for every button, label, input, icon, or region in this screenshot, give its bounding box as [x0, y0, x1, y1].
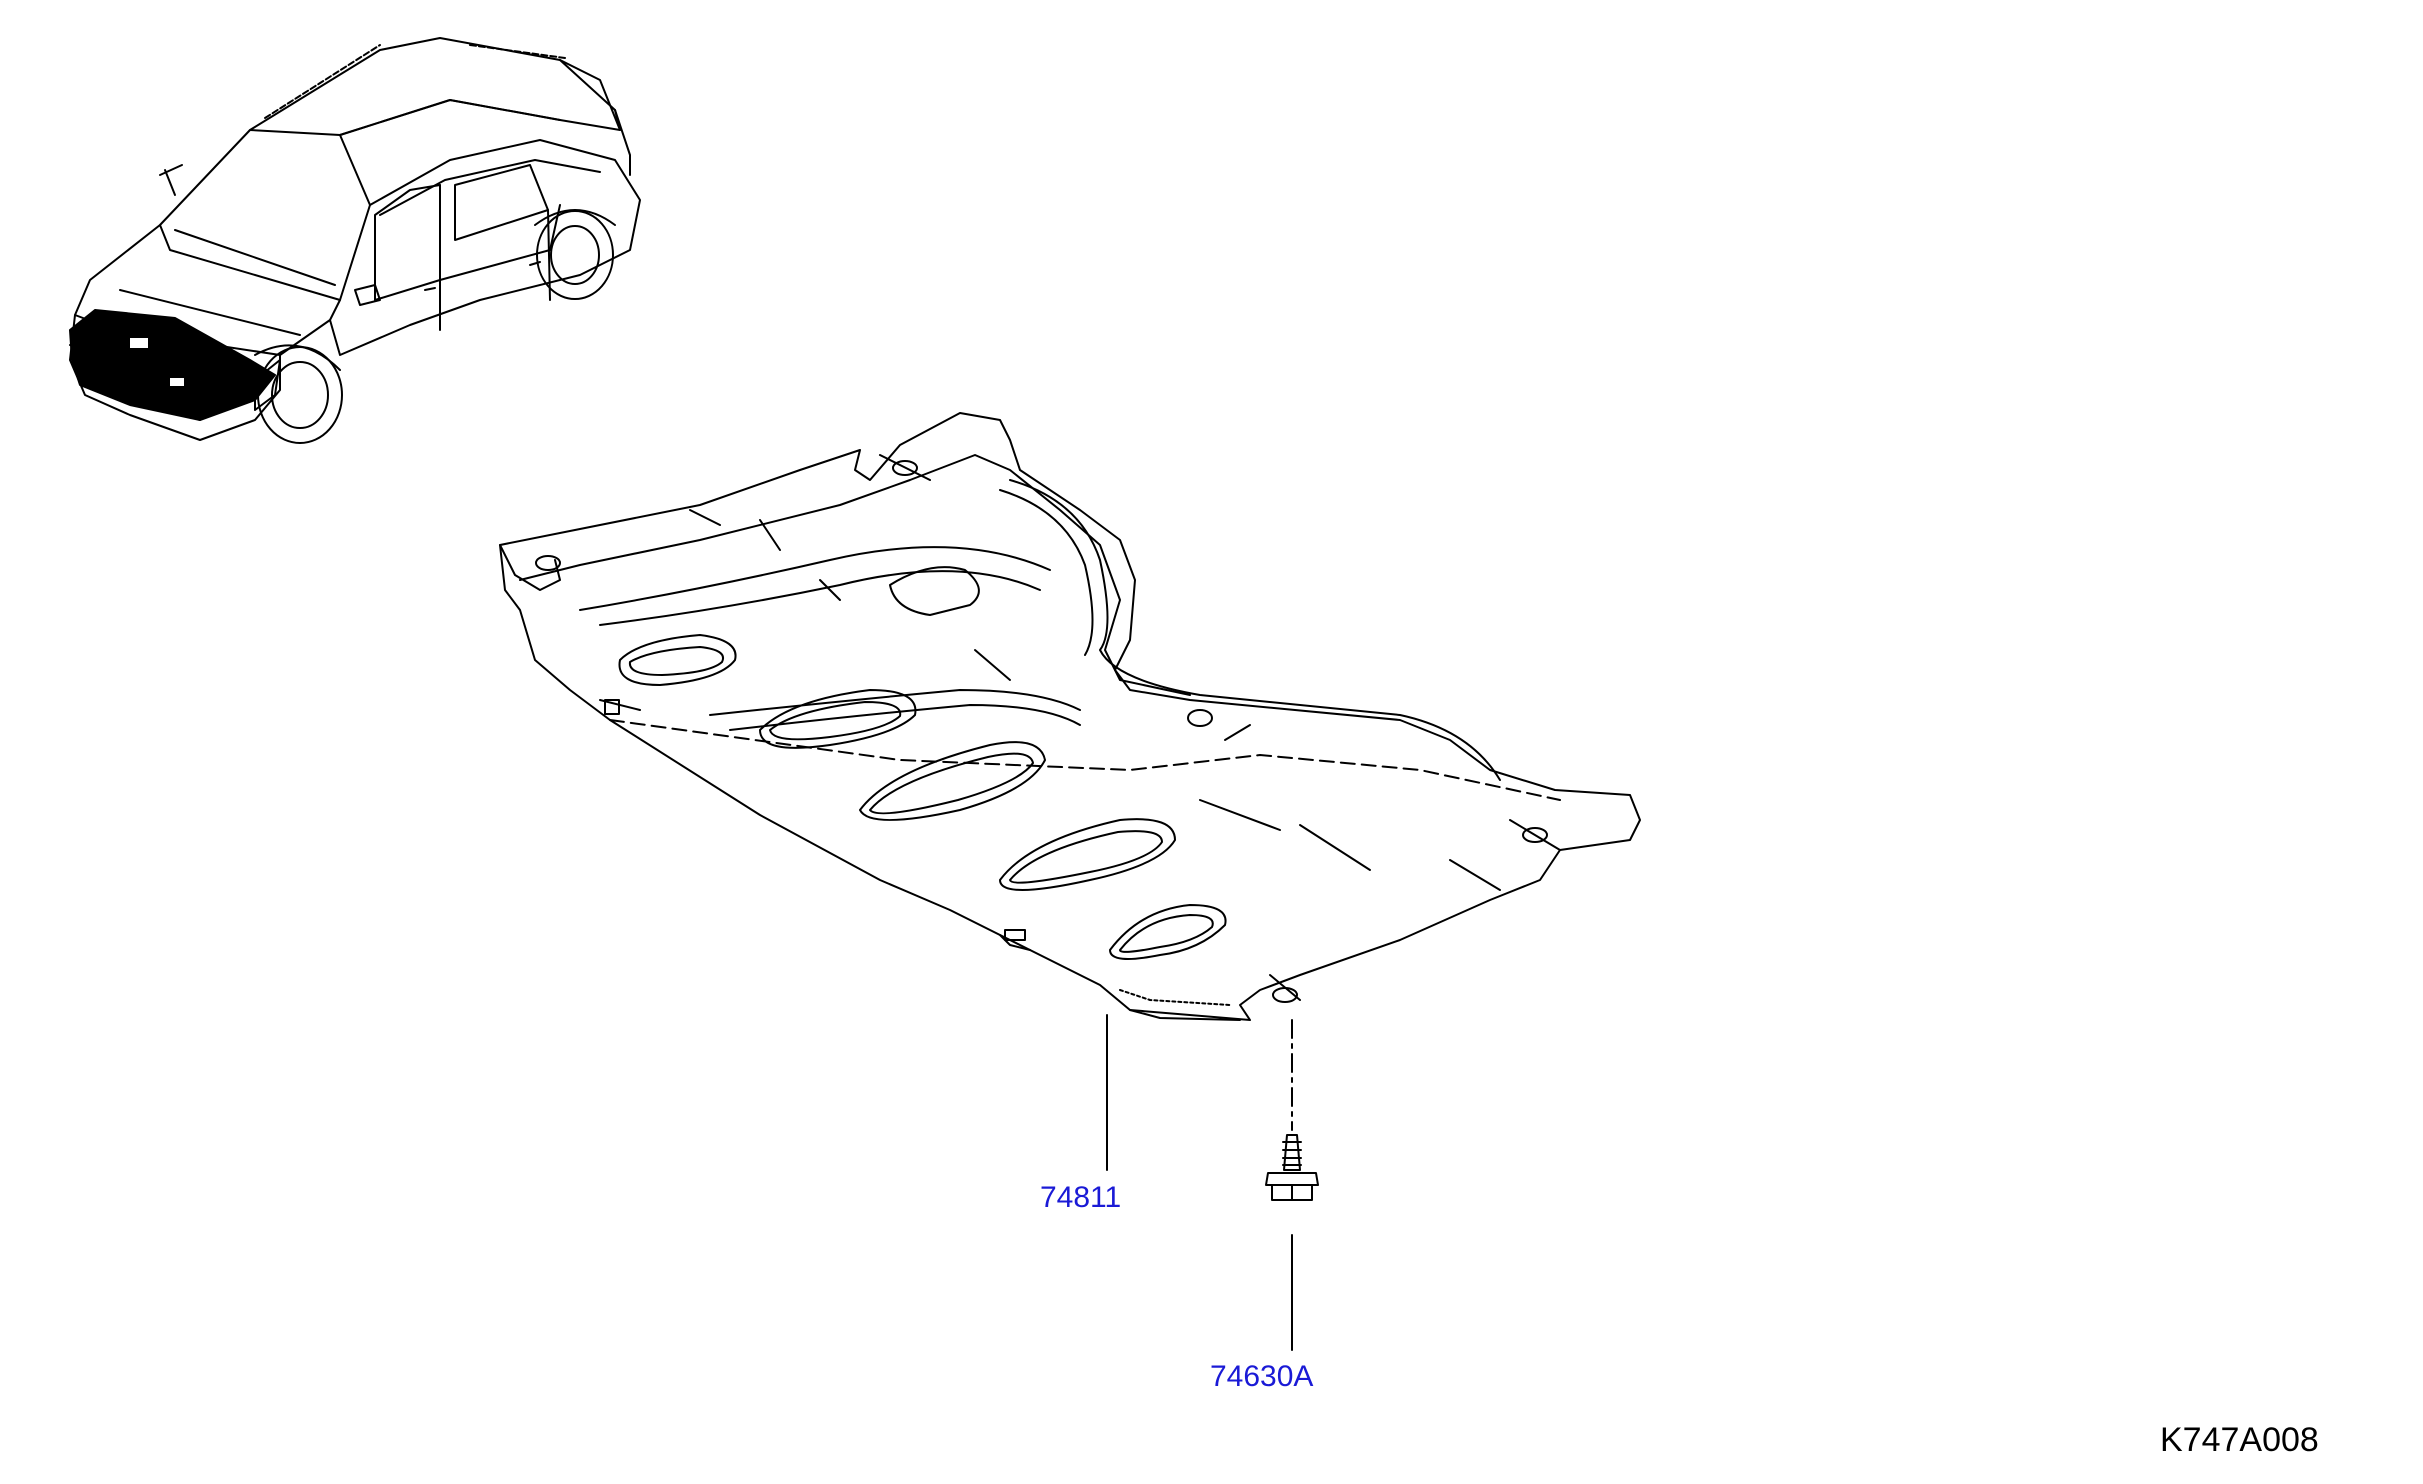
vehicle-locator-icon — [69, 37, 641, 444]
flange-bolt-icon — [1265, 1134, 1319, 1201]
part-number-label-74811[interactable]: 74811 — [1040, 1181, 1122, 1214]
diagram-code-label: K747A008 — [2160, 1421, 2319, 1459]
engine-undercover-icon — [499, 412, 1641, 1021]
part-number-label-74630a[interactable]: 74630A — [1210, 1360, 1314, 1393]
